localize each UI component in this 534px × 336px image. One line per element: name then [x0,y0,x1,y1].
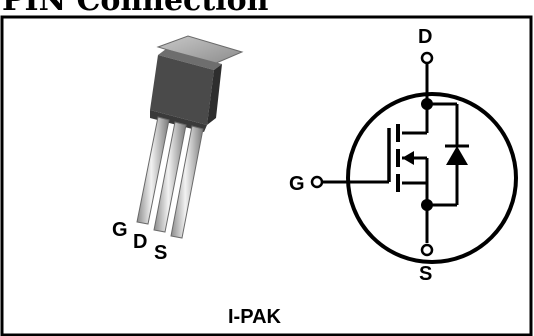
drain-lead [153,121,187,233]
section-heading: PIN Connection [2,0,269,18]
source-junction-dot [421,199,433,211]
pin-label-s: S [154,242,167,264]
drain-terminal [420,51,434,65]
source-lead [170,125,204,239]
figure-border [0,15,533,336]
source-label: S [419,263,432,285]
gate-label: G [289,173,305,195]
ipak-package-drawing: G D S [112,35,244,264]
drain-junction-dot [421,98,433,110]
source-terminal [420,243,434,257]
pin-label-d: D [133,231,147,253]
mosfet-symbol [310,51,518,264]
package-body-side [207,64,222,125]
drain-label: D [418,26,432,48]
pin-label-g: G [112,219,128,241]
gate-terminal [310,175,324,189]
package-body-top [158,49,222,70]
package-body-front [150,55,214,125]
package-name-label: I-PAK [228,306,282,328]
symbol-circle [346,92,518,264]
body-arrow [402,151,414,165]
diode-triangle [446,146,468,165]
gate-lead [136,116,170,225]
